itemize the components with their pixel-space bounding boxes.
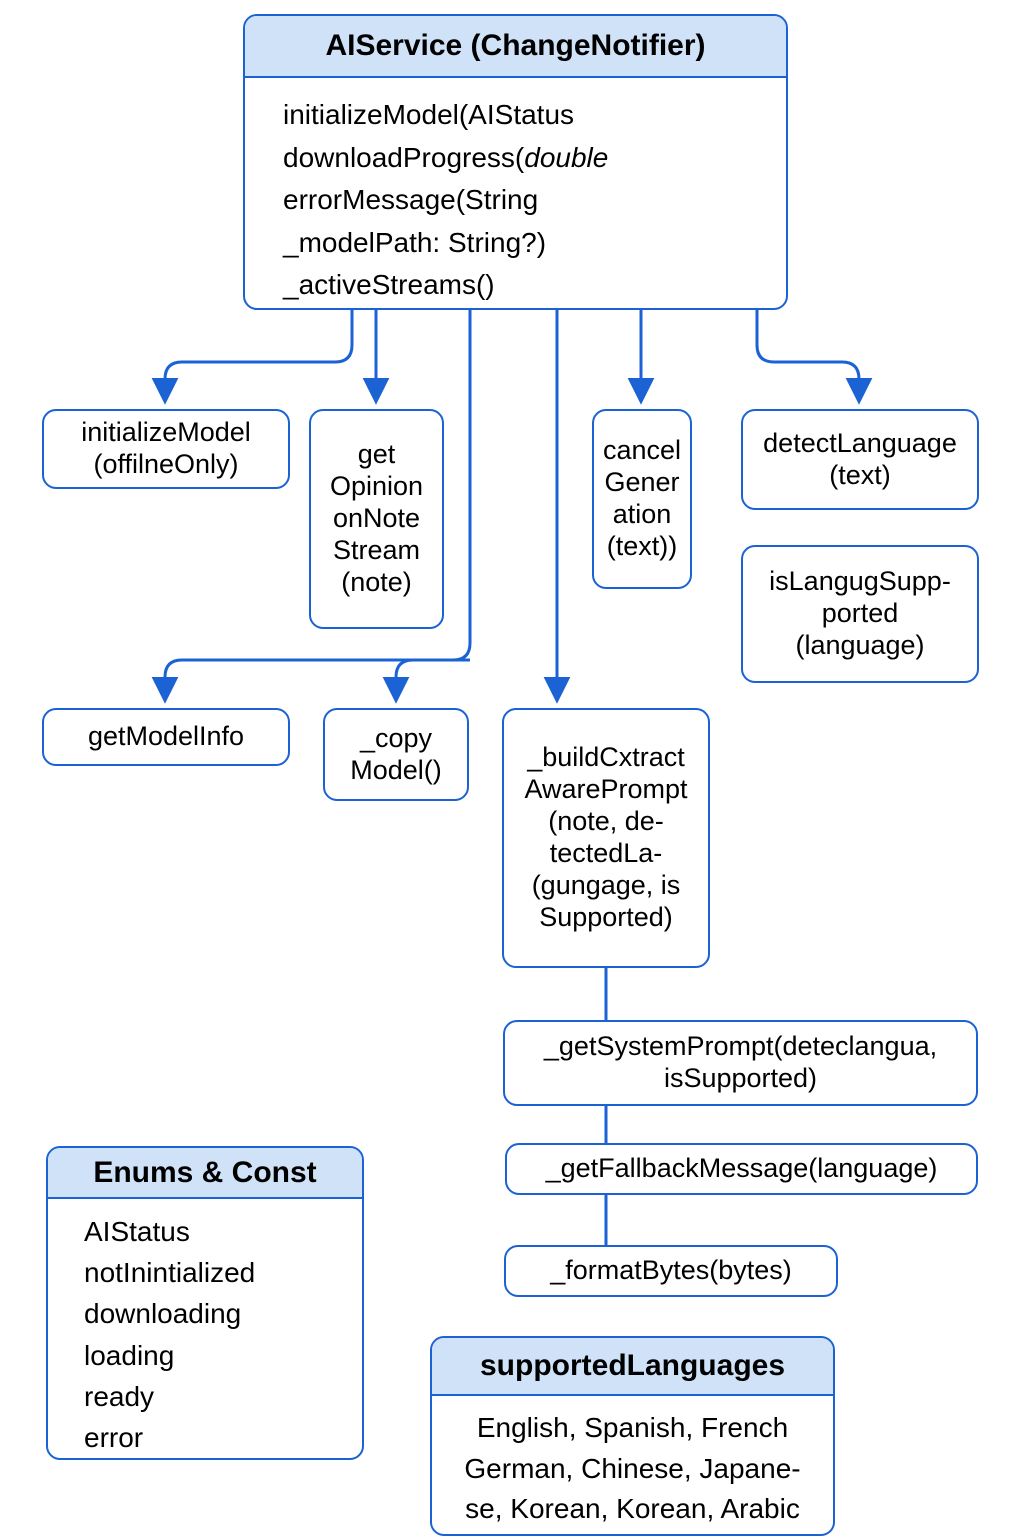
node-copy-model-label: _copy Model() bbox=[350, 722, 442, 785]
node-get-opinion-on-note-stream[interactable]: get Opinion onNote Stream (note) bbox=[309, 409, 444, 629]
node-is-language-supported-label: isLangugSupp- ported (language) bbox=[769, 566, 951, 660]
enum-item: notInintialized bbox=[84, 1257, 256, 1289]
node-format-bytes[interactable]: _formatBytes(bytes) bbox=[504, 1245, 838, 1297]
language-line: English, Spanish, French bbox=[476, 1412, 789, 1443]
class-member: initializeModel(AIStatus bbox=[283, 99, 575, 130]
node-build-context-aware-prompt[interactable]: _buildCxtract AwarePrompt (note, de- tec… bbox=[502, 708, 710, 968]
language-line: German, Chinese, Japane- bbox=[464, 1452, 801, 1484]
class-member: _activeStreams() bbox=[283, 269, 495, 301]
node-detect-language-label: detectLanguage (text) bbox=[763, 427, 957, 490]
class-box-supported-languages[interactable]: supportedLanguages English, Spanish, Fre… bbox=[430, 1336, 835, 1536]
enum-item: AIStatus bbox=[84, 1216, 190, 1248]
class-box-supported-languages-title: supportedLanguages bbox=[432, 1338, 833, 1396]
enum-item: error bbox=[84, 1421, 144, 1453]
enum-item: loading bbox=[84, 1339, 175, 1371]
node-cancel-generation[interactable]: cancel Gener ation (text)) bbox=[592, 409, 692, 589]
class-box-enums-const[interactable]: Enums & Const AIStatus notInintialized d… bbox=[46, 1146, 364, 1460]
node-get-model-info-label: getModelInfo bbox=[87, 721, 245, 752]
edge-main-to-detect-language bbox=[755, 310, 873, 405]
node-initialize-model[interactable]: initializeModel (offilneOnly) bbox=[42, 409, 290, 489]
node-get-system-prompt-label: _getSystemPrompt(deteclangua, isSupporte… bbox=[543, 1031, 938, 1093]
node-format-bytes-label: _formatBytes(bytes) bbox=[550, 1255, 792, 1286]
node-is-language-supported[interactable]: isLangugSupp- ported (language) bbox=[741, 545, 979, 683]
class-member: errorMessage(String bbox=[283, 184, 539, 216]
node-get-opinion-on-note-stream-label: get Opinion onNote Stream (note) bbox=[329, 439, 424, 597]
class-member: downloadProgress(double bbox=[283, 141, 609, 173]
language-line: se, Korean, Korean, Arabic bbox=[465, 1493, 800, 1525]
node-cancel-generation-label: cancel Gener ation (text)) bbox=[602, 435, 682, 561]
class-box-aiservice[interactable]: AIService (ChangeNotifier) initializeMod… bbox=[243, 14, 788, 310]
node-copy-model[interactable]: _copy Model() bbox=[323, 708, 469, 801]
class-box-enums-const-title: Enums & Const bbox=[48, 1148, 362, 1200]
node-get-fallback-message[interactable]: _getFallbackMessage(language) bbox=[505, 1143, 978, 1195]
node-initialize-model-label: initializeModel (offilneOnly) bbox=[81, 417, 251, 479]
class-box-aiservice-members: initializeModel(AIStatus downloadProgres… bbox=[245, 78, 786, 308]
class-box-enums-const-items: AIStatus notInintialized downloading loa… bbox=[48, 1199, 362, 1458]
node-get-system-prompt[interactable]: _getSystemPrompt(deteclangua, isSupporte… bbox=[503, 1020, 978, 1106]
node-get-fallback-message-label: _getFallbackMessage(language) bbox=[545, 1153, 938, 1184]
edge-main-to-initialize-model bbox=[151, 310, 354, 405]
node-get-model-info[interactable]: getModelInfo bbox=[42, 708, 290, 766]
class-box-aiservice-title: AIService (ChangeNotifier) bbox=[245, 16, 786, 78]
class-box-supported-languages-list: English, Spanish, French German, Chinese… bbox=[432, 1396, 833, 1534]
edge-main-to-copy-model bbox=[382, 658, 470, 704]
node-detect-language[interactable]: detectLanguage (text) bbox=[741, 409, 979, 510]
class-member: _modelPath: String?) bbox=[283, 226, 547, 258]
enum-item: ready bbox=[84, 1380, 155, 1412]
enum-item: downloading bbox=[84, 1298, 242, 1330]
node-build-context-aware-prompt-label: _buildCxtract AwarePrompt (note, de- tec… bbox=[524, 742, 688, 932]
